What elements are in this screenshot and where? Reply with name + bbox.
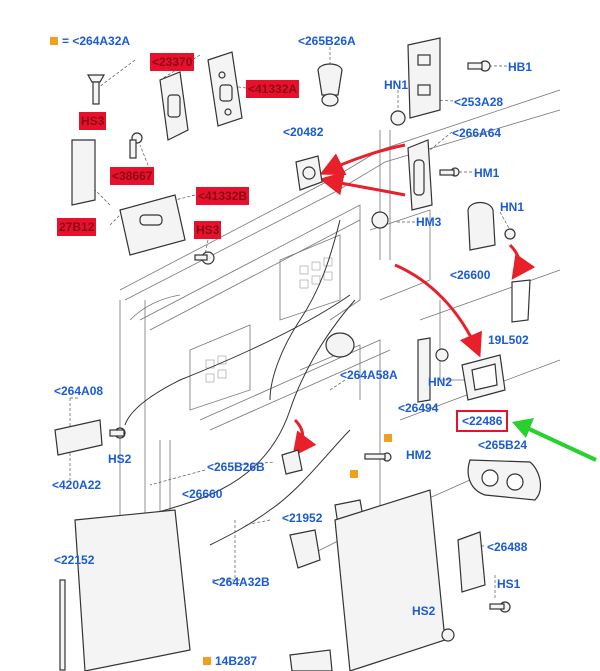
part-label-264A32B: <264A32B [212, 575, 270, 589]
orange-marker-icon [384, 434, 392, 442]
part-label-21952: <21952 [282, 511, 323, 525]
part-label-HS3-top: HS3 [79, 112, 107, 130]
component-sketches [54, 37, 542, 671]
part-label-420A22: <420A22 [52, 478, 102, 492]
part-label-20482: <20482 [283, 125, 324, 139]
part-label-HS3-bottom: HS3 [194, 221, 222, 239]
part-label-HS2-right: HS2 [412, 604, 436, 618]
panel-grid [205, 257, 333, 383]
part-label-266A64: <266A64 [452, 126, 502, 140]
part-label-HM2: HM2 [406, 448, 432, 462]
part-label-265B26B: <265B26B [207, 460, 265, 474]
part-label-253A28: <253A28 [454, 95, 504, 109]
part-label-HN1-top: HN1 [384, 78, 409, 92]
orange-marker-icon [350, 470, 358, 478]
legend-text: = <264A32A [62, 34, 131, 48]
part-label-264A58A: <264A58A [340, 368, 398, 382]
part-label-HN1-right: HN1 [500, 200, 525, 214]
green-pointer-arrow [512, 418, 597, 462]
part-label-26494: <26494 [398, 401, 439, 415]
legend: = <264A32A [50, 32, 130, 50]
part-label-265B26A: <265B26A [298, 34, 356, 48]
part-label-HS1: HS1 [497, 577, 521, 591]
part-label-41332A: <41332A [246, 80, 300, 98]
part-label-38667: <38667 [110, 167, 155, 185]
part-label-HS2-left: HS2 [108, 452, 132, 466]
part-label-26488: <26488 [487, 540, 528, 554]
part-label-27B12: 27B12 [57, 218, 97, 236]
part-label-14B287-group: 14B287 [203, 652, 257, 670]
part-label-19L502: 19L502 [488, 333, 529, 347]
part-label-HN2: HN2 [428, 375, 453, 389]
part-label-HB1: HB1 [508, 60, 533, 74]
part-label-264A08: <264A08 [54, 384, 104, 398]
part-label-41332B: <41332B [196, 187, 250, 205]
part-label-14B287: 14B287 [215, 654, 258, 668]
part-label-HM3: HM3 [416, 215, 442, 229]
part-label-26660: <26660 [182, 487, 223, 501]
highlighted-part-label-22486: <22486 [456, 410, 509, 432]
red-arrows [292, 143, 536, 457]
part-label-26600: <26600 [450, 268, 491, 282]
part-label-23370: <23370 [150, 53, 195, 71]
part-label-265B24: <265B24 [478, 438, 528, 452]
legend-square-icon [50, 36, 58, 45]
legend-square-icon [203, 656, 211, 665]
part-label-HM1: HM1 [474, 166, 500, 180]
part-label-22152: <22152 [54, 553, 95, 567]
